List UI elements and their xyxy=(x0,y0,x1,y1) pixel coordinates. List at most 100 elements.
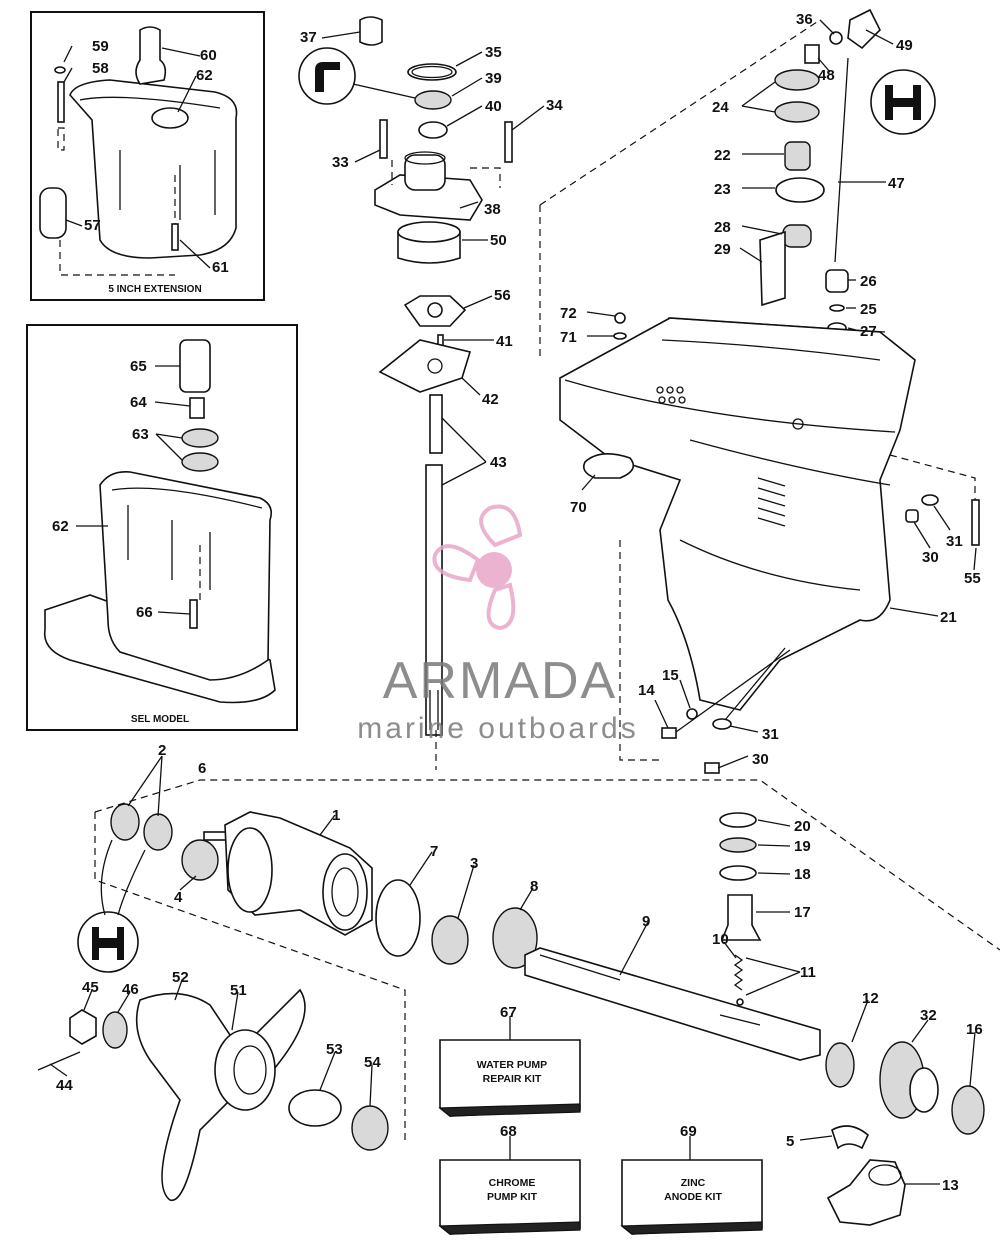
callout-72: 72 xyxy=(560,305,577,322)
callout-52: 52 xyxy=(172,969,189,986)
callout-38: 38 xyxy=(484,201,501,218)
leader-lines xyxy=(49,19,977,1185)
callout-11: 11 xyxy=(800,964,816,981)
callout-58: 58 xyxy=(92,60,109,77)
callout-22: 22 xyxy=(714,147,731,164)
callout-26: 26 xyxy=(860,273,877,290)
callout-13: 13 xyxy=(942,1177,959,1194)
callout-54: 54 xyxy=(364,1054,381,1071)
callout-3: 3 xyxy=(470,855,478,872)
callout-45: 45 xyxy=(82,979,99,996)
callout-42: 42 xyxy=(482,391,499,408)
callout-27: 27 xyxy=(860,323,877,340)
inset-5-inch-extension xyxy=(30,11,265,301)
callout-labels: 59 58 60 62 57 61 65 64 63 62 66 37 35 3… xyxy=(52,11,983,1194)
callout-20: 20 xyxy=(794,818,811,835)
callout-60: 60 xyxy=(200,47,217,64)
propeller-logo-icon xyxy=(432,504,523,631)
callout-39: 39 xyxy=(485,70,502,87)
callout-41: 41 xyxy=(496,333,513,350)
kit-zinc-anode-line2: ANODE KIT xyxy=(664,1191,722,1203)
kit-chrome-pump: CHROME PUMP KIT xyxy=(438,1159,581,1235)
callout-18: 18 xyxy=(794,866,811,883)
callout-62-sel: 62 xyxy=(52,518,69,535)
callout-69: 69 xyxy=(680,1123,697,1140)
callout-61: 61 xyxy=(212,259,229,276)
inset-sel-model xyxy=(26,324,298,731)
callout-23: 23 xyxy=(714,181,731,198)
callout-43: 43 xyxy=(490,454,507,471)
callout-10: 10 xyxy=(712,931,729,948)
callout-4: 4 xyxy=(174,889,183,906)
callout-49: 49 xyxy=(896,37,913,54)
callout-30-upper: 30 xyxy=(922,549,939,566)
callout-63: 63 xyxy=(132,426,149,443)
callout-40: 40 xyxy=(485,98,502,115)
callout-30-lower: 30 xyxy=(752,751,769,768)
callout-16: 16 xyxy=(966,1021,983,1038)
callout-25: 25 xyxy=(860,301,877,318)
caption-5-inch-extension: 5 INCH EXTENSION xyxy=(108,284,201,295)
callout-5: 5 xyxy=(786,1133,794,1150)
propshaft-assembly xyxy=(524,812,985,1226)
driveshaft-assembly xyxy=(298,16,513,770)
kit-zinc-anode: ZINC ANODE KIT xyxy=(620,1159,763,1235)
callout-9: 9 xyxy=(642,913,650,930)
kit-water-pump-line2: REPAIR KIT xyxy=(483,1073,542,1085)
callout-14: 14 xyxy=(638,682,655,699)
callout-66: 66 xyxy=(136,604,153,621)
callout-17: 17 xyxy=(794,904,811,921)
callout-50: 50 xyxy=(490,232,507,249)
callout-70: 70 xyxy=(570,499,587,516)
callout-46: 46 xyxy=(122,981,139,998)
callout-48: 48 xyxy=(818,67,835,84)
logo-hub xyxy=(476,552,512,588)
callout-29: 29 xyxy=(714,241,731,258)
callout-62-extension: 62 xyxy=(196,67,213,84)
callout-31-lower: 31 xyxy=(762,726,779,743)
callout-12: 12 xyxy=(862,990,879,1007)
callout-53: 53 xyxy=(326,1041,343,1058)
callout-68: 68 xyxy=(500,1123,517,1140)
callout-21: 21 xyxy=(940,609,957,626)
callout-24: 24 xyxy=(712,99,729,116)
callout-67: 67 xyxy=(500,1004,517,1021)
callout-1: 1 xyxy=(332,807,340,824)
callout-71: 71 xyxy=(560,329,577,346)
armada-watermark: ARMADA marine outboards xyxy=(357,504,638,745)
callout-35: 35 xyxy=(485,44,502,61)
callout-64: 64 xyxy=(130,394,147,411)
callout-59: 59 xyxy=(92,38,109,55)
callout-36: 36 xyxy=(796,11,813,28)
callout-8: 8 xyxy=(530,878,538,895)
callout-37: 37 xyxy=(300,29,317,46)
callout-65: 65 xyxy=(130,358,147,375)
callout-15: 15 xyxy=(662,667,679,684)
callout-34: 34 xyxy=(546,97,563,114)
kit-zinc-anode-line1: ZINC xyxy=(681,1177,706,1189)
callout-57: 57 xyxy=(84,217,101,234)
kit-chrome-pump-line1: CHROME xyxy=(489,1177,536,1189)
callout-33: 33 xyxy=(332,154,349,171)
callout-28: 28 xyxy=(714,219,731,236)
callout-55: 55 xyxy=(964,570,981,587)
propeller-assembly xyxy=(37,779,1000,1201)
callout-56: 56 xyxy=(494,287,511,304)
watermark-brand: ARMADA xyxy=(383,652,617,710)
caption-sel-model: SEL MODEL xyxy=(131,714,189,725)
callout-2: 2 xyxy=(158,742,166,759)
callout-51: 51 xyxy=(230,982,247,999)
kit-chrome-pump-line2: PUMP KIT xyxy=(487,1191,538,1203)
callout-6: 6 xyxy=(198,760,206,777)
callout-31-upper: 31 xyxy=(946,533,963,550)
kit-water-pump: WATER PUMP REPAIR KIT xyxy=(438,1039,581,1117)
gearcase-assembly xyxy=(539,8,980,774)
callout-32: 32 xyxy=(920,1007,937,1024)
callout-47: 47 xyxy=(888,175,905,192)
callout-44: 44 xyxy=(56,1077,73,1094)
callout-7: 7 xyxy=(430,843,438,860)
watermark-tagline: marine outboards xyxy=(357,712,638,745)
kit-water-pump-line1: WATER PUMP xyxy=(477,1059,547,1071)
